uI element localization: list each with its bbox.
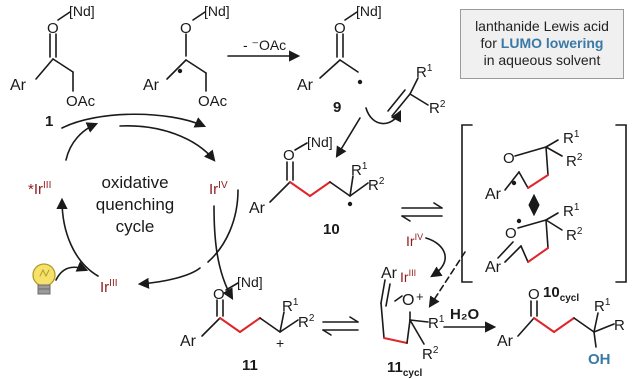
ir-iv-label: IrIV <box>209 180 228 198</box>
alkene: R1 R2 <box>387 63 446 117</box>
c11-aryl: Ar <box>180 333 197 350</box>
c11cycl-oxygen: O <box>402 292 414 309</box>
c10cycl-upper-oxygen: O <box>503 150 515 167</box>
alkene-r2: R2 <box>429 99 446 117</box>
ketyl-acetate: OAc <box>198 93 228 110</box>
product: O Ar R1 R OH <box>497 286 625 368</box>
info-line-1: lanthanide Lewis acid <box>475 18 609 34</box>
cycle-label-3: cycle <box>116 217 155 236</box>
c9-nd: [Nd] <box>356 3 382 19</box>
c11-oxygen: O <box>213 286 225 303</box>
c11-r2: R2 <box>298 313 315 331</box>
addition-arrow <box>365 107 402 125</box>
c10-r2: R2 <box>368 176 385 194</box>
c10cycl-lower-r1: R1 <box>563 202 580 220</box>
c11cycl-cation: + <box>416 289 424 304</box>
c10cycl-upper-radical <box>511 180 517 186</box>
ir-excited-label: *IrIII <box>28 180 51 198</box>
ketyl-aryl: Ar <box>143 77 160 94</box>
cycle-arrow-top-right <box>119 125 216 162</box>
c10cycl-lower-r2: R2 <box>566 226 583 244</box>
cycle-arrow-to-11 <box>213 205 234 300</box>
c9-to-c10-arrow <box>335 117 361 158</box>
equilibrium-11 <box>322 316 359 336</box>
c11cycl-r1: R1 <box>428 314 445 332</box>
ir-iii-label: IrIII <box>100 278 118 296</box>
bracket-10cycl <box>461 124 627 283</box>
product-r2-fragment: R <box>614 317 625 334</box>
compound-10: O [Nd] Ar R1 R2 10 <box>249 134 385 238</box>
product-hydroxyl: OH <box>588 351 611 368</box>
c10-oxygen: O <box>283 147 295 164</box>
c9-oxygen: O <box>334 20 346 37</box>
quenching-cycle <box>55 113 239 300</box>
c10cycl-upper-aryl: Ar <box>485 186 502 203</box>
ketyl-oxygen: O <box>180 20 192 37</box>
c1-oxygen: O <box>47 20 59 37</box>
ir-iv-side-label: IrIV <box>406 232 423 249</box>
c10-r1: R1 <box>351 161 368 179</box>
c10cycl-lower: O Ar R1 R2 <box>485 202 583 276</box>
c10cycl-upper-r2: R2 <box>566 152 583 170</box>
c11-nd: [Nd] <box>237 274 263 290</box>
c11-cation: + <box>276 335 284 351</box>
c10-nd: [Nd] <box>307 134 333 150</box>
compound-10-label: 10 <box>323 221 340 238</box>
info-line-3: in aqueous solvent <box>483 52 601 68</box>
cycle-label-2: quenching <box>96 195 174 214</box>
compound-11-label: 11 <box>242 357 258 374</box>
info-line-2: for LUMO lowering <box>461 35 623 52</box>
acetate-loss-label: - ⁻OAc <box>243 37 286 53</box>
c10cycl-upper-r1: R1 <box>563 129 580 147</box>
cycle-arrow-left-upper <box>65 122 99 161</box>
c11cycl-r2: R2 <box>422 345 439 363</box>
c10-radical-dot <box>347 201 353 207</box>
c10cycl-upper: O Ar R1 R2 <box>485 129 583 203</box>
compound-11cycl: Ar O + R1 R2 11cycl <box>380 265 445 379</box>
c10cycl-lower-oxygen: O <box>505 225 517 242</box>
cycle-arrow-bottom <box>137 267 201 289</box>
c9-aryl: Ar <box>297 77 314 94</box>
compound-10cycl-label: 10cycl <box>543 284 579 304</box>
cycle-arrow-top-left <box>61 113 207 129</box>
cycle-arrow-right <box>207 189 239 263</box>
ir-iii-side-label: IrIII <box>400 268 416 285</box>
c10cycl-lower-aryl: Ar <box>485 259 502 276</box>
water-label: H₂O <box>450 306 479 323</box>
cycle-label-1: oxidative <box>101 173 168 192</box>
cycle-arrow-left <box>56 197 99 277</box>
info-line-2-prefix: for <box>480 35 501 51</box>
product-r1: R1 <box>594 297 611 315</box>
c9-radical-dot <box>357 79 363 85</box>
compound-9: O [Nd] Ar 9 <box>297 3 382 116</box>
c1-acetate: OAc <box>66 93 96 110</box>
product-aryl: Ar <box>497 333 514 350</box>
c1-nd: [Nd] <box>69 3 95 19</box>
ketyl-radical: O [Nd] Ar OAc <box>143 3 230 110</box>
c10cycl-lower-radical <box>516 218 522 224</box>
light-arrow <box>55 261 89 281</box>
compound-11: O [Nd] Ar R1 R2 + 11 <box>180 274 315 374</box>
equilibrium-10 <box>401 202 443 222</box>
c11cycl-aryl: Ar <box>381 265 398 282</box>
c10-aryl: Ar <box>249 200 266 217</box>
ketyl-nd: [Nd] <box>204 3 230 19</box>
cyclization-dashed-arrow <box>428 251 466 308</box>
compound-1-label: 1 <box>45 113 53 130</box>
alkene-r1: R1 <box>416 63 433 81</box>
c1-aryl: Ar <box>10 77 27 94</box>
info-highlight: LUMO lowering <box>500 35 604 51</box>
c11-r1: R1 <box>282 297 299 315</box>
compound-1: O [Nd] Ar OAc 1 <box>10 3 96 130</box>
ir-oxidation-arrow <box>425 237 446 278</box>
lightbulb-icon <box>32 263 56 295</box>
info-box: lanthanide Lewis acid for LUMO lowering … <box>460 9 624 79</box>
product-oxygen: O <box>528 286 540 303</box>
compound-9-label: 9 <box>333 99 341 116</box>
radical-dot <box>177 68 183 74</box>
compound-11cycl-label: 11cycl <box>387 359 423 379</box>
